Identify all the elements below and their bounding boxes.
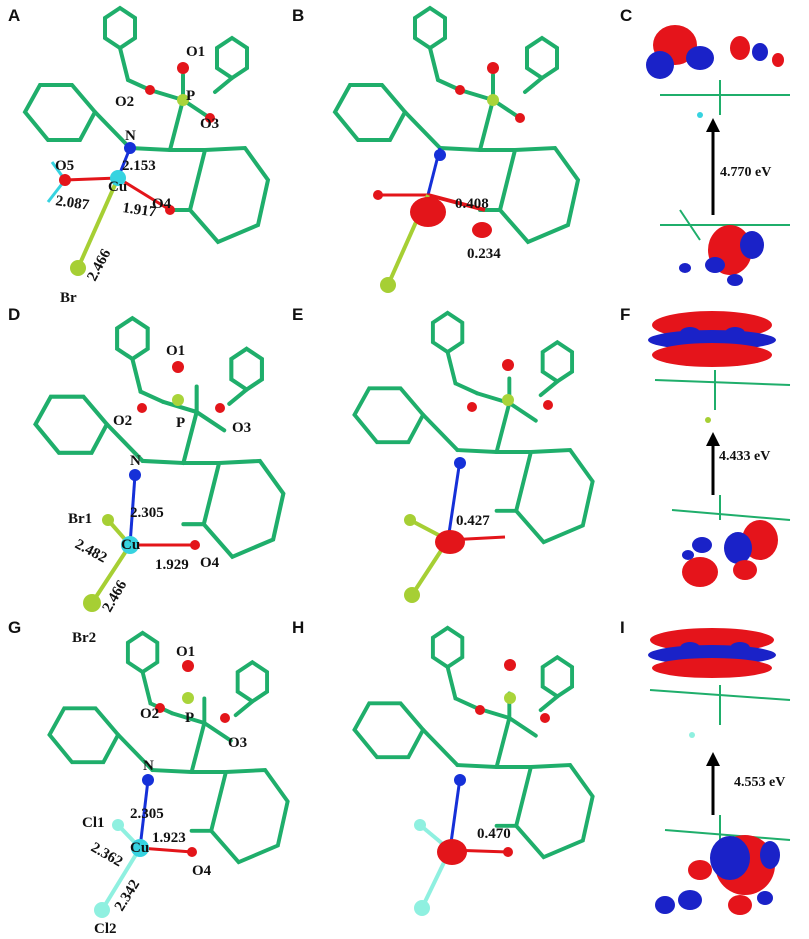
- atom-label-o3: O3: [200, 116, 219, 132]
- distance-cu-o4: 1.917: [121, 200, 157, 221]
- atom-label-p: P: [185, 710, 194, 726]
- panel-c-frontier-orbitals: 4.770 eV: [646, 25, 790, 286]
- panel-f-frontier-orbitals: 4.433 eV: [648, 311, 791, 587]
- atom-label-cl2: Cl2: [94, 921, 117, 937]
- distance-cu-br: 2.466: [84, 246, 114, 284]
- panel-b-spin-density: 0.408 0.234: [333, 6, 580, 293]
- lumo-orbital: [648, 311, 791, 423]
- atom-label-n: N: [143, 758, 154, 774]
- homo-orbital: [671, 495, 791, 587]
- atom-label-n: N: [130, 453, 141, 469]
- distance-cu-n: 2.153: [122, 158, 156, 174]
- distance-cu-o5: 2.087: [54, 193, 90, 214]
- panel-a-structure: O1 O2 O3 P N O5 Cu O4 Br 2.153 2.087 1.9…: [23, 6, 270, 306]
- distance-cu-o4: 1.923: [152, 830, 186, 846]
- atom-label-o4: O4: [200, 555, 220, 571]
- panel-label-e: E: [292, 305, 304, 324]
- atom-label-p: P: [186, 88, 195, 104]
- atom-label-br1: Br1: [68, 511, 92, 527]
- panel-label-a: A: [8, 6, 21, 25]
- distance-cu-cl1: 2.362: [88, 840, 125, 871]
- atom-label-o5: O5: [55, 158, 74, 174]
- atom-label-o1: O1: [166, 343, 185, 359]
- atom-label-p: P: [176, 415, 185, 431]
- atom-label-cl1: Cl1: [82, 815, 105, 831]
- panel-label-f: F: [620, 305, 631, 324]
- atom-label-o3: O3: [232, 420, 251, 436]
- atom-label-br: Br: [60, 290, 77, 306]
- spin-value-cu: 0.427: [456, 513, 490, 529]
- panel-e-spin-density: 0.427: [352, 310, 595, 603]
- atom-label-n: N: [125, 128, 136, 144]
- spin-value-cu: 0.408: [455, 196, 489, 212]
- homo-orbital: [660, 209, 790, 286]
- panel-g-structure: O1 O2 O3 P N Cl1 Cu O4 Cl2 2.305 2.362 1…: [47, 630, 290, 937]
- homo-orbital: [655, 815, 791, 915]
- atom-label-o2: O2: [113, 413, 132, 429]
- gap-energy-i: 4.553 eV: [734, 775, 785, 790]
- gap-energy-c: 4.770 eV: [720, 165, 771, 180]
- atom-label-o2: O2: [140, 706, 159, 722]
- lumo-orbital: [646, 25, 790, 118]
- atom-label-br2: Br2: [72, 630, 96, 646]
- panel-label-g: G: [8, 618, 22, 637]
- panel-h-spin-density: 0.470: [352, 625, 595, 916]
- distance-cu-n: 2.305: [130, 806, 164, 822]
- spin-value-cu: 0.470: [477, 826, 511, 842]
- atom-label-o4: O4: [152, 196, 172, 212]
- atom-label-o3: O3: [228, 735, 247, 751]
- distance-cu-n: 2.305: [130, 505, 164, 521]
- panel-label-i: I: [620, 618, 625, 637]
- atom-label-o4: O4: [192, 863, 212, 879]
- panel-label-c: C: [620, 6, 633, 25]
- distance-cu-o4: 1.929: [155, 557, 189, 573]
- atom-label-cu: Cu: [130, 840, 149, 856]
- panel-label-h: H: [292, 618, 305, 637]
- panel-d-structure: O1 O2 O3 P N Br1 Cu O4 Br2 2.305 2.482 1…: [36, 318, 284, 646]
- atom-label-cu: Cu: [121, 537, 140, 553]
- gap-energy-f: 4.433 eV: [719, 449, 770, 464]
- atom-label-cu: Cu: [108, 179, 127, 195]
- panel-i-frontier-orbitals: 4.553 eV: [648, 628, 791, 915]
- panel-label-d: D: [8, 305, 21, 324]
- spin-value-o4: 0.234: [467, 246, 501, 262]
- panel-label-b: B: [292, 6, 305, 25]
- atom-label-o2: O2: [115, 94, 134, 110]
- lumo-orbital: [648, 628, 791, 738]
- atom-label-o1: O1: [176, 644, 195, 660]
- atom-label-o1: O1: [186, 44, 205, 60]
- distance-cu-br1: 2.482: [72, 536, 109, 566]
